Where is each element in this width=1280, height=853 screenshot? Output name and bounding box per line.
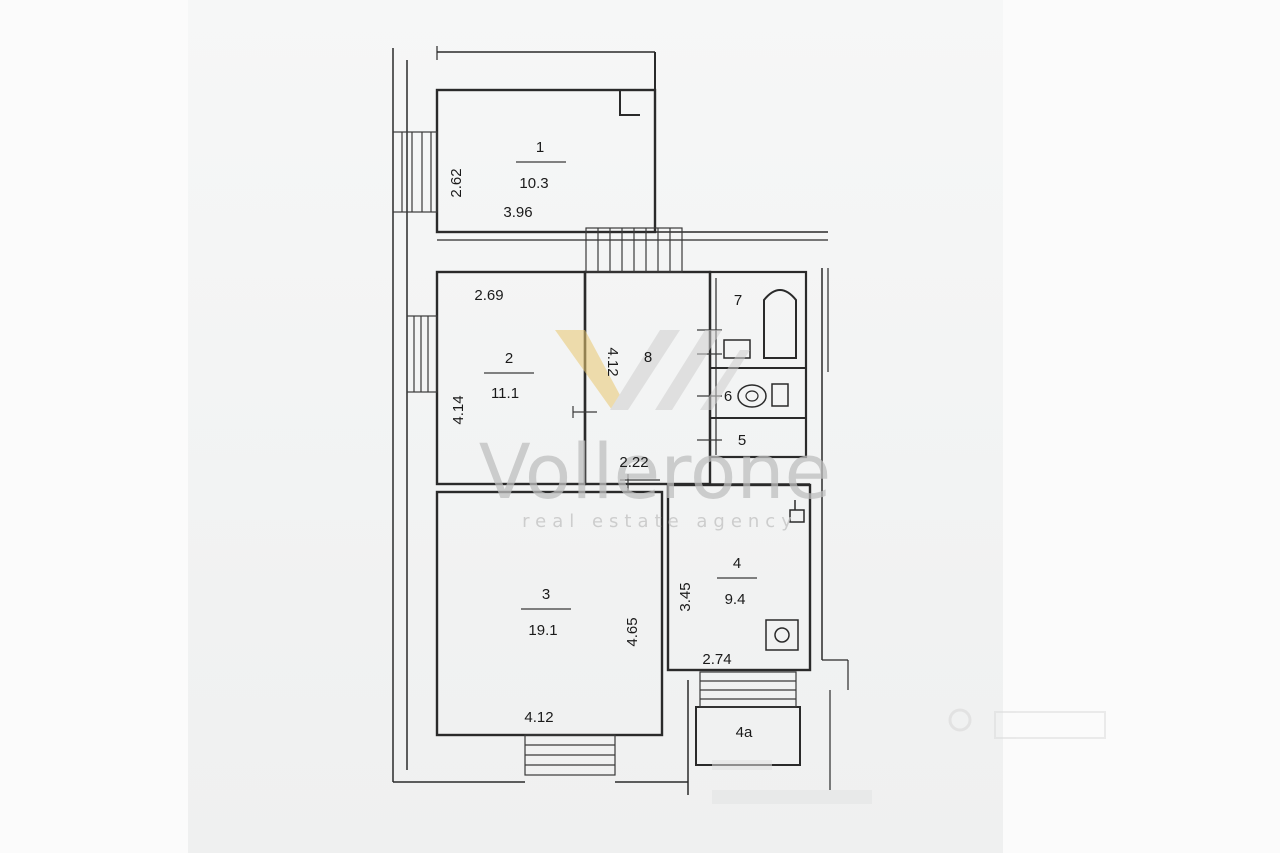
stair-corridor	[585, 227, 683, 273]
stair-left-lower	[406, 315, 438, 393]
room-3-height: 4.65	[624, 617, 641, 646]
bath-column-walls	[708, 270, 808, 459]
room-1-height: 2.62	[448, 168, 465, 197]
watermark-tagline: real estate agency	[522, 511, 798, 532]
fixtures	[723, 289, 805, 651]
room-5-number: 5	[738, 432, 746, 449]
room-2-height: 4.14	[450, 395, 467, 424]
room-1-area: 10.3	[519, 175, 548, 192]
room-8-width: 2.22	[619, 454, 648, 471]
stove-icon	[765, 619, 799, 651]
bathtub-icon	[763, 289, 797, 359]
room-labels: 1 10.3 2.62 3.96 2.69 2 11.1 4.14 4.12 8…	[448, 139, 757, 741]
room-2-area: 11.1	[491, 385, 519, 402]
room-4-walls	[666, 483, 812, 672]
room-3-area: 19.1	[528, 622, 557, 639]
stairs	[392, 131, 797, 776]
room-2-number: 2	[505, 350, 513, 367]
vent-icon	[789, 500, 805, 523]
room-6-number: 6	[724, 388, 732, 405]
room-1-notch	[619, 90, 640, 116]
stair-bottom-room3	[524, 734, 616, 776]
room-4-width: 2.74	[702, 651, 731, 668]
corner-watermark-icon	[712, 708, 1106, 804]
room-3-number: 3	[542, 586, 550, 603]
room-7-number: 7	[734, 292, 742, 309]
room-4a-number: 4a	[736, 724, 753, 741]
room-3-width: 4.12	[524, 709, 553, 726]
room-8-number: 8	[644, 349, 652, 366]
room-8-height: 4.12	[604, 347, 621, 376]
stair-room4a	[699, 671, 797, 708]
paper-background	[188, 0, 1003, 853]
room-1-number: 1	[536, 139, 544, 156]
room-4-area: 9.4	[725, 591, 746, 608]
room-4-height: 3.45	[677, 582, 694, 611]
stair-left-upper	[392, 131, 438, 213]
watermark-logo-icon	[555, 330, 750, 410]
room-1-width: 3.96	[503, 204, 532, 221]
room-1-walls	[435, 88, 657, 234]
room-2-width: 2.69	[474, 287, 503, 304]
room-4-number: 4	[733, 555, 741, 572]
watermark-brand: Vollerone	[479, 427, 832, 516]
toilet-icon	[737, 383, 789, 408]
